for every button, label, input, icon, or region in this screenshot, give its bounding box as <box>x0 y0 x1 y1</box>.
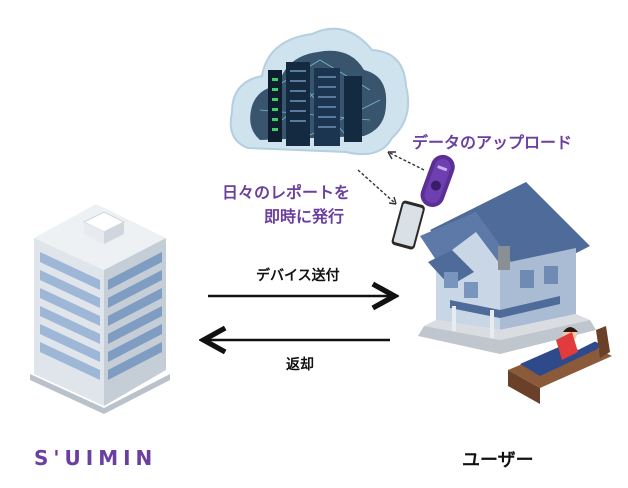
office-building-icon <box>30 204 170 414</box>
user-label: ユーザー <box>462 450 534 471</box>
report-label-line1: 日々のレポートを <box>222 183 351 202</box>
sleeping-person-icon <box>508 326 612 404</box>
smartphone-icon <box>391 200 425 250</box>
dashed-report-arrow <box>357 169 397 205</box>
sensor-device-icon <box>420 154 455 208</box>
cloud-server-icon <box>229 27 410 156</box>
report-label-line2: 即時に発行 <box>264 207 345 226</box>
return-label: 返却 <box>286 357 314 373</box>
upload-label: データのアップロード <box>412 133 573 152</box>
company-logo-text: S'UIMIN <box>34 446 158 470</box>
house-icon <box>418 182 596 354</box>
dashed-upload-arrow <box>387 151 425 171</box>
send-device-label: デバイス送付 <box>256 268 340 284</box>
